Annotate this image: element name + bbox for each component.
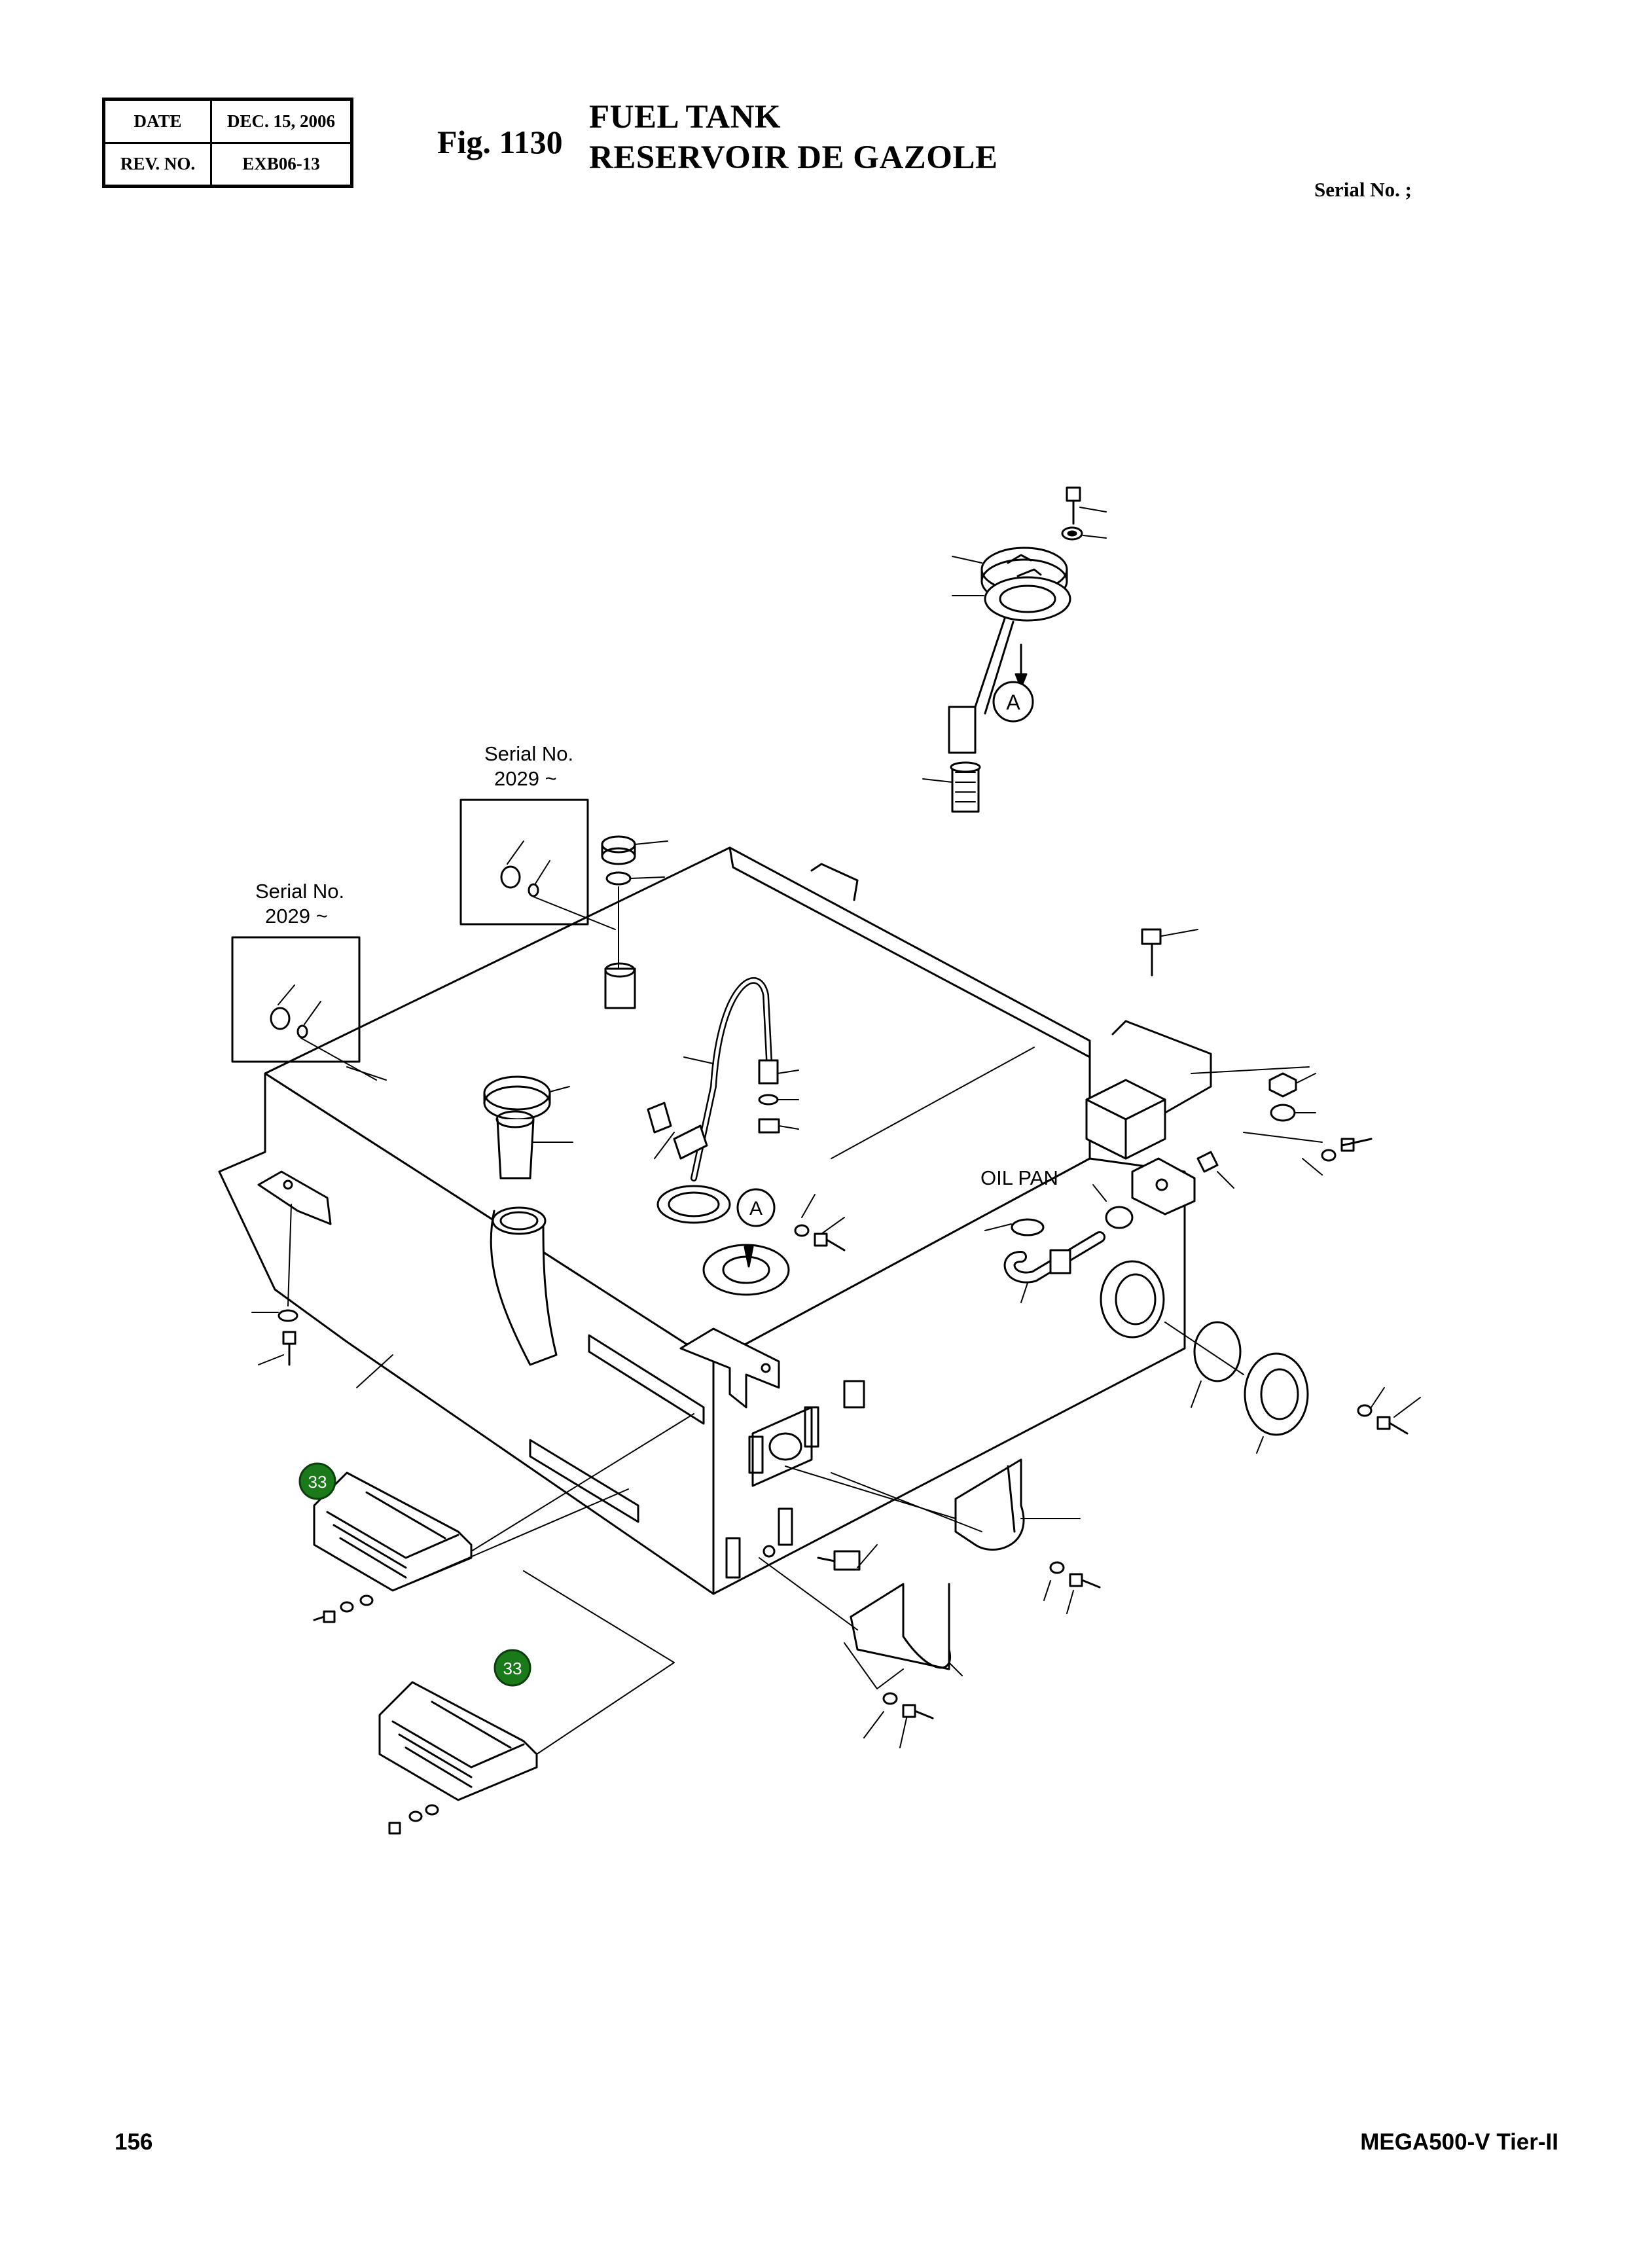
sender-port: A [656, 1185, 846, 1296]
fuel-sender-unit: A [922, 486, 1107, 813]
rev-label: REV. NO. [103, 141, 212, 187]
title-french: RESERVOIR DE GAZOLE [589, 139, 998, 176]
left-mount-hardware [251, 1204, 298, 1366]
filler-neck [483, 1075, 573, 1366]
callout-33-upper[interactable]: 33 [298, 1462, 336, 1500]
return-pipe [647, 977, 799, 1181]
model-name: MEGA500-V Tier-II [1360, 2129, 1558, 2155]
serial-detail-box-2: Serial No. 2029 ~ [231, 880, 377, 1081]
serial-number-header: Serial No. ; [1314, 178, 1412, 201]
serial-detail-box-1: Serial No. 2029 ~ [459, 742, 616, 930]
serial-box-2-line2: 2029 ~ [265, 905, 328, 927]
rev-value: EXB06-13 [210, 141, 353, 187]
serial-box-1-line1: Serial No. [484, 742, 573, 765]
detail-ref-top: A [1006, 691, 1020, 714]
date-value: DEC. 15, 2006 [210, 98, 353, 144]
serial-box-2-line1: Serial No. [255, 880, 344, 903]
callout-33-lower[interactable]: 33 [494, 1649, 531, 1687]
serial-box-1-line2: 2029 ~ [494, 767, 557, 790]
right-mount-hardware [1141, 928, 1373, 1189]
step-upper [313, 1413, 694, 1623]
revision-table: DATE DEC. 15, 2006 REV. NO. EXB06-13 [102, 98, 353, 188]
callout-33-upper-label: 33 [308, 1472, 327, 1492]
oil-pan-label: OIL PAN [980, 1166, 1058, 1189]
page-number: 156 [115, 2129, 153, 2155]
fuel-tank-body [218, 846, 1212, 1595]
date-label: DATE [103, 98, 212, 144]
step-lower [378, 1570, 675, 1835]
sight-cover-assembly [1164, 1321, 1421, 1454]
title-english: FUEL TANK [589, 99, 781, 135]
oil-pan-hose: OIL PAN [980, 1166, 1134, 1303]
figure-number: Fig. 1130 [437, 124, 563, 160]
breather-assembly [601, 835, 668, 1009]
detail-ref-tank: A [749, 1198, 763, 1219]
support-bands [759, 1458, 1101, 1748]
callout-33-lower-label: 33 [503, 1659, 522, 1678]
